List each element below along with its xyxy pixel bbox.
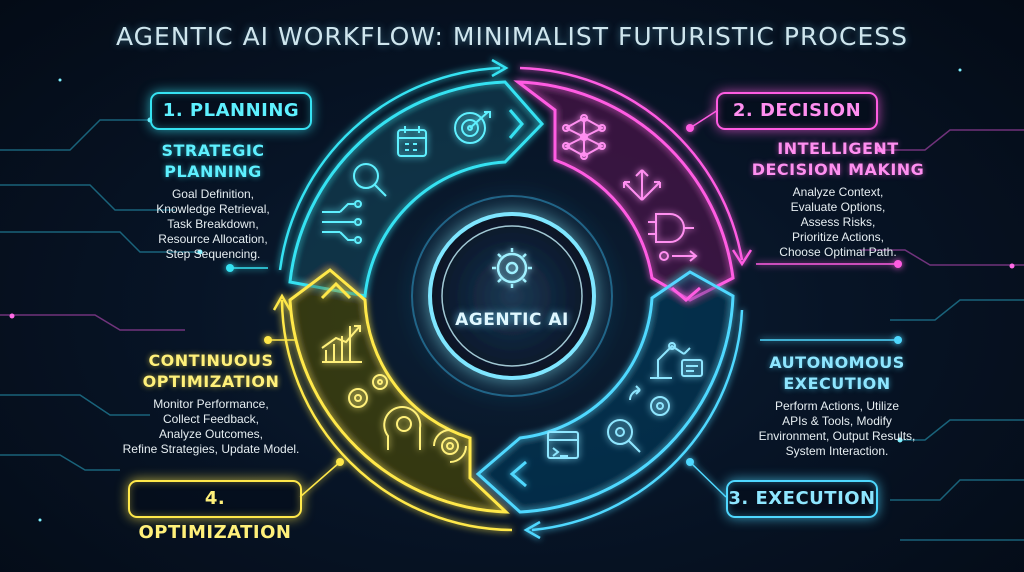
planning-heading: STRATEGIC PLANNING — [161, 141, 265, 181]
ring-segments — [288, 80, 735, 514]
decision-items: Analyze Context, Evaluate Options, Asses… — [779, 185, 897, 259]
target-icon — [454, 111, 491, 144]
gears-icon — [348, 374, 388, 408]
segment-planning — [288, 80, 545, 298]
terminal-icon — [547, 431, 579, 459]
magnifier-icon — [353, 163, 387, 197]
robot-arm-icon — [650, 342, 703, 379]
logic-gate-icon — [648, 213, 698, 262]
center-label: AGENTIC AI — [455, 310, 569, 330]
calendar-icon — [397, 126, 427, 157]
center-gear-icon — [492, 248, 532, 288]
gear-cycle-icon — [629, 385, 670, 416]
page-title: AGENTIC AI WORKFLOW: MINIMALIST FUTURIST… — [116, 22, 908, 51]
segment-optimization — [288, 268, 510, 514]
stage-label-execution: 3. EXECUTION — [726, 480, 878, 518]
circuit-icon — [322, 200, 362, 244]
outer-arcs — [278, 66, 744, 532]
branching-arrows-icon — [623, 169, 661, 201]
decision-heading: INTELLIGENT DECISION MAKING — [751, 139, 925, 179]
planning-panel: STRATEGIC PLANNING Goal Definition, Know… — [138, 140, 288, 262]
arc-arrowheads — [272, 58, 753, 540]
execution-items: Perform Actions, Utilize APIs & Tools, M… — [758, 399, 916, 458]
segment-execution — [475, 270, 735, 514]
tool-gear-icon — [607, 419, 641, 453]
growth-chart-icon — [321, 325, 362, 363]
refresh-gear-icon — [433, 429, 467, 463]
connectors — [226, 109, 902, 498]
planning-items: Goal Definition, Knowledge Retrieval, Ta… — [156, 187, 270, 261]
center-core — [411, 195, 613, 397]
optimization-heading: CONTINUOUS OPTIMIZATION — [142, 351, 280, 391]
stage-label-planning: 1. PLANNING — [150, 92, 312, 130]
chevrons — [320, 109, 701, 488]
stage-label-optimization: 4. OPTIMIZATION — [128, 480, 302, 543]
execution-panel: AUTONOMOUS EXECUTION Perform Actions, Ut… — [752, 352, 922, 459]
circuit-traces — [0, 119, 1024, 541]
optimization-items: Monitor Performance, Collect Feedback, A… — [122, 397, 300, 456]
stage-label-decision: 2. DECISION — [716, 92, 878, 130]
segment-decision — [513, 80, 735, 302]
optimization-panel: CONTINUOUS OPTIMIZATION Monitor Performa… — [116, 350, 306, 457]
brain-head-icon — [383, 406, 422, 450]
neural-network-icon — [562, 114, 606, 160]
decision-panel: INTELLIGENT DECISION MAKING Analyze Cont… — [748, 138, 928, 260]
execution-heading: AUTONOMOUS EXECUTION — [769, 353, 905, 393]
